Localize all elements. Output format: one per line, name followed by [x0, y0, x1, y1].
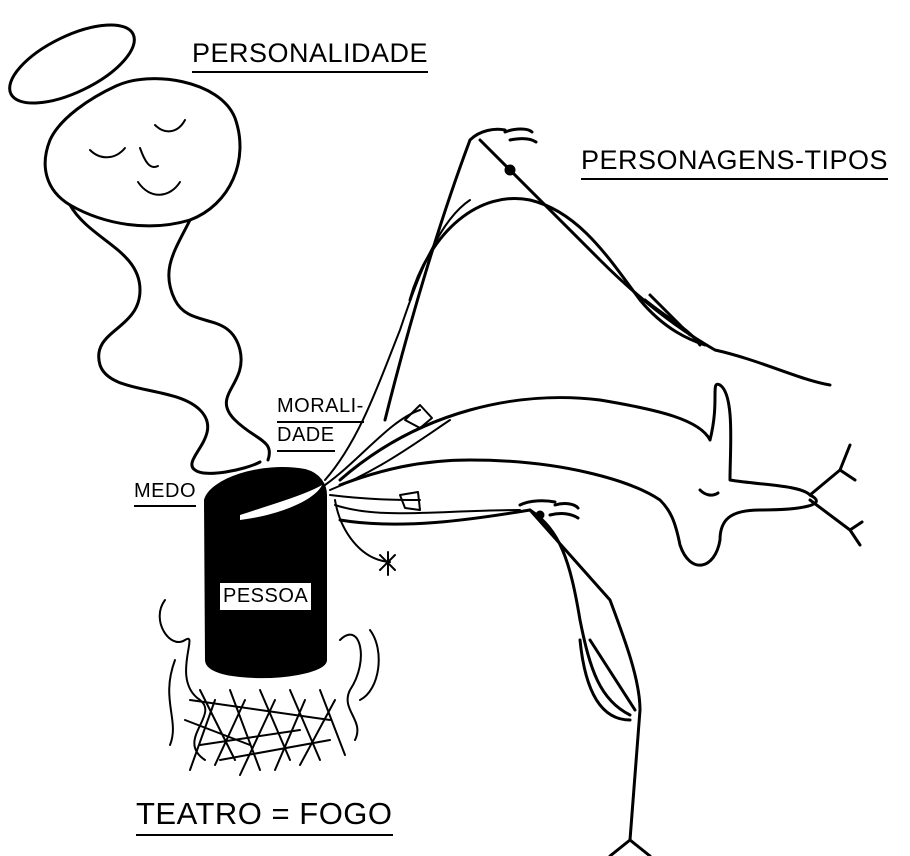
- star-icon: [380, 552, 395, 575]
- personality-smoke-left: [70, 205, 260, 473]
- connecting-strings: [325, 200, 520, 562]
- closed-eye-left: [90, 148, 125, 157]
- halo-icon: [0, 9, 145, 119]
- flower-icon-2: [400, 492, 420, 510]
- personality-smoke-right: [169, 220, 270, 460]
- label-moralidade: MORALI- DADE: [277, 394, 364, 452]
- closed-eye-right: [155, 120, 185, 131]
- label-personagens-tipos: PERSONAGENS-TIPOS: [581, 145, 888, 180]
- label-moralidade-line1: MORALI-: [277, 394, 364, 423]
- label-medo: MEDO: [134, 480, 196, 507]
- label-teatro-fogo: TEATRO = FOGO: [136, 796, 393, 836]
- label-personalidade: PERSONALIDADE: [192, 38, 428, 73]
- label-pessoa: PESSOA: [220, 583, 311, 610]
- candle-body-icon: [205, 468, 326, 677]
- smile-mouth: [138, 182, 180, 195]
- label-moralidade-line2: DADE: [277, 423, 335, 452]
- nose: [140, 148, 158, 167]
